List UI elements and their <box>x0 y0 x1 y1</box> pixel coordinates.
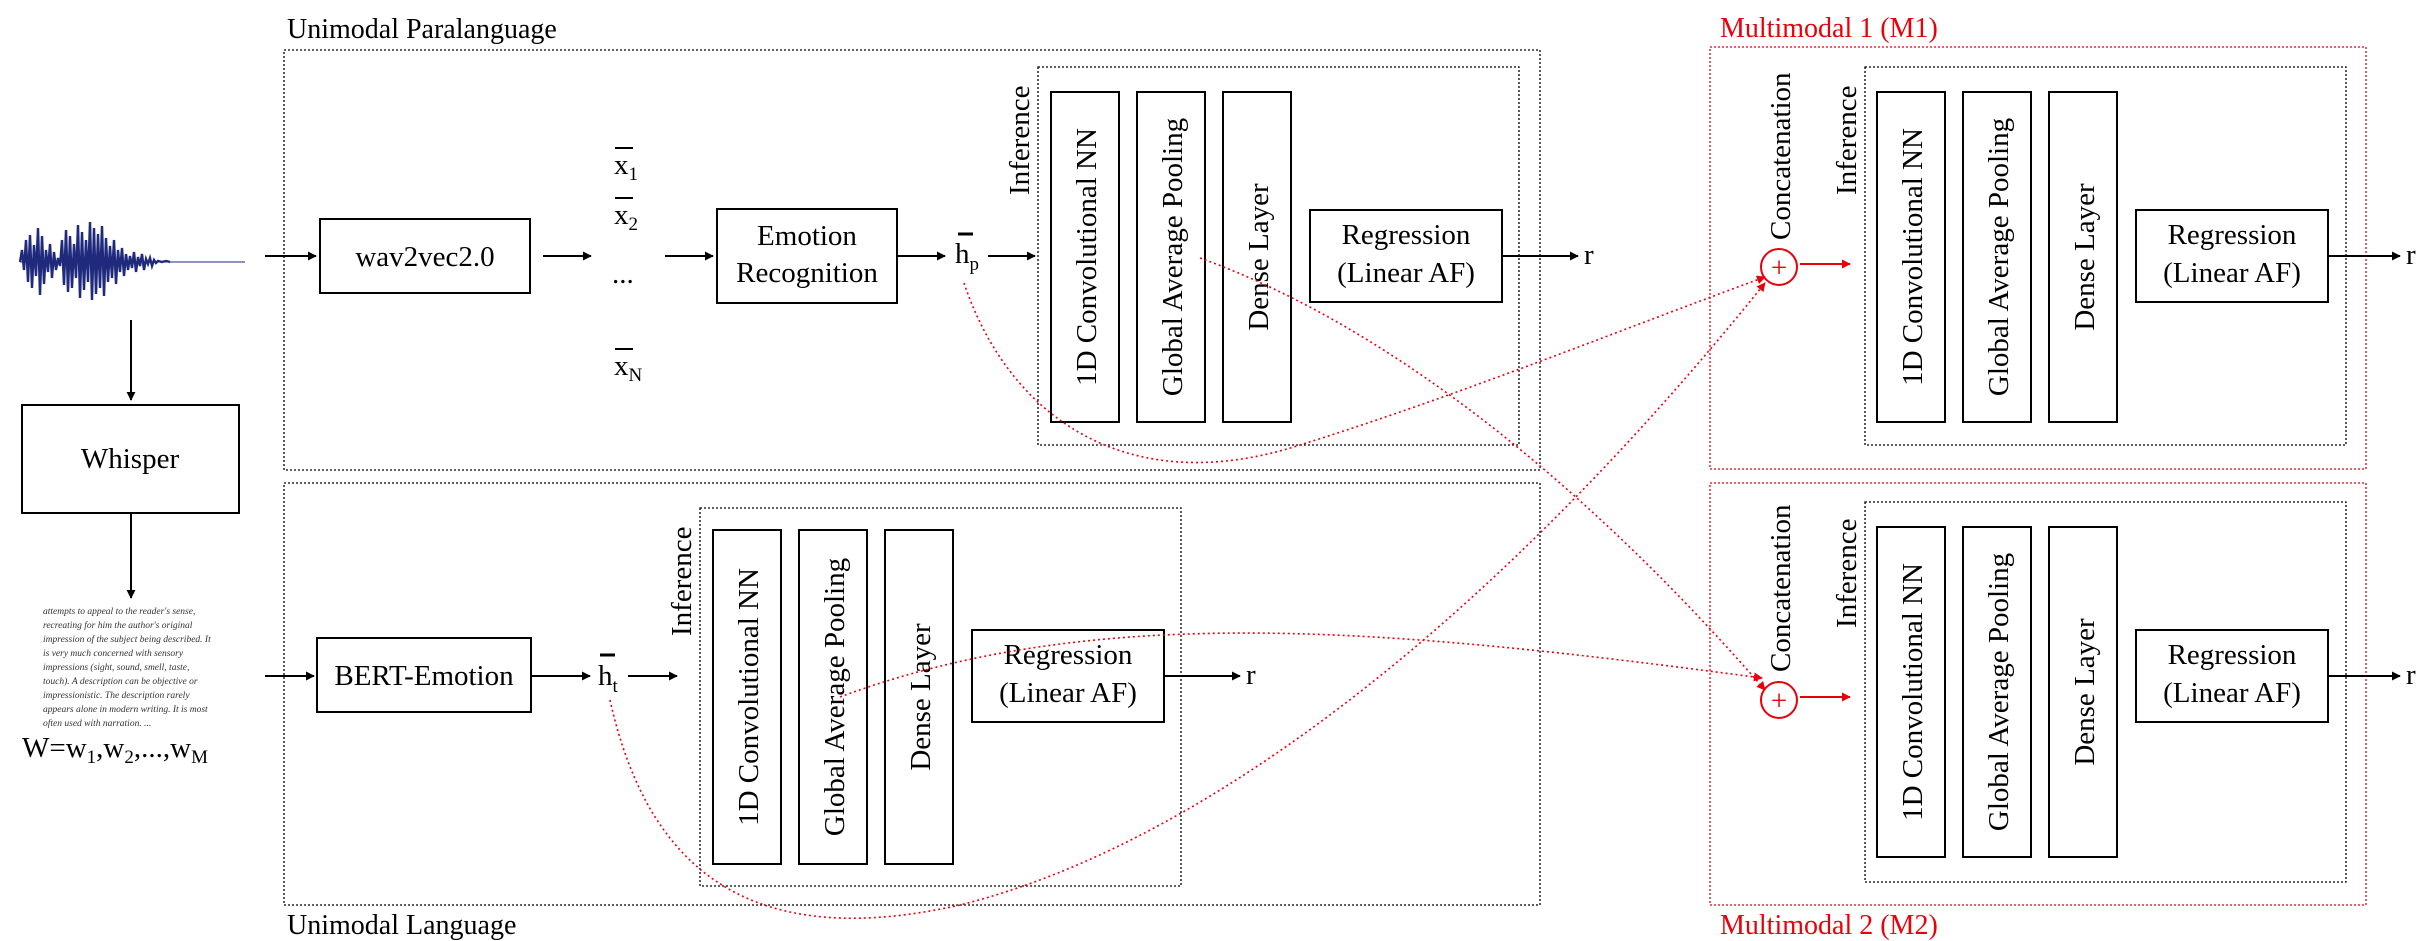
lang-gap-box <box>798 529 868 865</box>
unimodal-language-title: Unimodal Language <box>287 910 516 941</box>
lang-regression-label-1: Regression <box>1004 639 1133 671</box>
whisper-box <box>21 404 240 514</box>
svg-text:xN: xN <box>614 350 643 386</box>
para-dense-box <box>1222 91 1292 423</box>
m2-conv-box <box>1876 526 1946 858</box>
m1-gap-label: Global Average Pooling <box>1983 118 2015 396</box>
m2-regression-label-2: (Linear AF) <box>2163 677 2301 709</box>
multimodal-1-frame <box>1709 46 2367 470</box>
m1-regression-label-2: (Linear AF) <box>2163 257 2301 289</box>
m2-dense-label: Dense Layer <box>2069 618 2101 766</box>
svg-text:x1: x1 <box>614 149 638 185</box>
m2-plus-glyph: + <box>1771 685 1787 717</box>
m1-dense-box <box>2048 91 2118 423</box>
unimodal-language-frame <box>283 482 1541 906</box>
m2-regression-box <box>2135 629 2329 723</box>
m1-dense-label: Dense Layer <box>2069 183 2101 331</box>
lang-dense-box <box>884 529 954 865</box>
audio-waveform-icon <box>18 221 245 301</box>
wav2vec-box <box>319 218 531 294</box>
lang-conv-box <box>712 529 782 865</box>
m1-conv-box <box>1876 91 1946 423</box>
gap-t-to-m2-connection <box>839 632 1763 698</box>
m2-conv-label: 1D Convolutional NN <box>1897 563 1929 821</box>
m1-conv-label: 1D Convolutional NN <box>1897 128 1929 386</box>
m2-output-r: r <box>2406 659 2416 691</box>
word-sequence-label: W=w1,w2,...,wM <box>22 732 208 768</box>
svg-text:recreating for him the author': recreating for him the author's original <box>43 620 193 631</box>
m2-gap-label: Global Average Pooling <box>1983 553 2015 831</box>
svg-text:is very much concerned with se: is very much concerned with sensory <box>43 649 184 659</box>
m1-regression-label-1: Regression <box>2168 219 2297 251</box>
lang-inference-frame <box>699 507 1182 887</box>
svg-text:touch). A description can be o: touch). A description can be objective o… <box>43 676 198 687</box>
hp-vector-label: hp <box>955 238 979 275</box>
multimodal-1-title: Multimodal 1 (M1) <box>1720 13 1938 44</box>
m2-concat-plus-icon <box>1760 681 1798 719</box>
lang-inference-label: Inference <box>666 527 698 636</box>
m2-concatenation-label: Concatenation <box>1765 504 1797 672</box>
para-dense-label: Dense Layer <box>1243 183 1275 331</box>
para-gap-box <box>1136 91 1206 423</box>
svg-text:x2: x2 <box>614 199 638 235</box>
svg-text:attempts to appeal to the read: attempts to appeal to the reader's sense… <box>43 607 195 617</box>
m1-gap-box <box>1962 91 2032 423</box>
lang-output-r: r <box>1246 659 1256 691</box>
svg-text:impressions (sight, sound, sme: impressions (sight, sound, smell, taste, <box>43 662 189 673</box>
para-gap-label: Global Average Pooling <box>1157 118 1189 396</box>
m1-inference-label: Inference <box>1831 86 1863 195</box>
feature-vectors: x1 x2 ... xN <box>612 147 643 386</box>
para-conv-label: 1D Convolutional NN <box>1071 128 1103 386</box>
unimodal-paralanguage-title: Unimodal Paralanguage <box>287 14 557 45</box>
m1-concatenation-label: Concatenation <box>1765 72 1797 240</box>
m2-gap-box <box>1962 526 2032 858</box>
m1-output-r: r <box>2406 239 2416 271</box>
m2-dense-box <box>2048 526 2118 858</box>
m2-inference-label: Inference <box>1831 519 1863 628</box>
emotion-recognition-label-1: Emotion <box>757 220 857 252</box>
emotion-recognition-box <box>716 208 898 304</box>
gap-p-to-m2-connection <box>1199 257 1766 691</box>
lang-gap-label: Global Average Pooling <box>819 558 851 836</box>
para-regression-label-2: (Linear AF) <box>1337 257 1475 289</box>
m1-regression-box <box>2135 209 2329 303</box>
para-output-r: r <box>1584 239 1594 271</box>
para-inference-label: Inference <box>1004 86 1036 195</box>
hp-to-m1-connection <box>963 275 1766 464</box>
lang-regression-label-2: (Linear AF) <box>999 677 1137 709</box>
svg-text:often used with narration. ...: often used with narration. ... <box>43 718 151 729</box>
multimodal-2-frame <box>1709 482 2367 906</box>
bert-emotion-box <box>316 637 532 713</box>
m1-plus-glyph: + <box>1771 252 1787 284</box>
para-regression-label-1: Regression <box>1342 219 1471 251</box>
para-conv-box <box>1050 91 1120 423</box>
whisper-label: Whisper <box>81 443 180 475</box>
svg-text:impression of the subject bein: impression of the subject being describe… <box>43 634 211 645</box>
wav2vec-label: wav2vec2.0 <box>355 241 494 273</box>
ht-to-m1-connection <box>609 282 1766 919</box>
svg-text:impressionistic. The descripti: impressionistic. The description rarely <box>43 691 190 701</box>
transcript-text: attempts to appeal to the reader's sense… <box>43 607 211 729</box>
multimodal-2-title: Multimodal 2 (M2) <box>1720 910 1938 941</box>
svg-text:appears alone in modern writin: appears alone in modern writing. It is m… <box>43 705 208 715</box>
lang-dense-label: Dense Layer <box>905 623 937 771</box>
lang-conv-label: 1D Convolutional NN <box>733 568 765 826</box>
ht-vector-label: ht <box>598 660 619 697</box>
svg-text:...: ... <box>612 258 634 290</box>
m2-regression-label-1: Regression <box>2168 639 2297 671</box>
emotion-recognition-label-2: Recognition <box>736 257 878 289</box>
unimodal-paralanguage-frame <box>283 49 1541 471</box>
m1-concat-plus-icon <box>1760 248 1798 286</box>
bert-emotion-label: BERT-Emotion <box>334 660 514 692</box>
m2-inference-frame <box>1864 501 2347 883</box>
